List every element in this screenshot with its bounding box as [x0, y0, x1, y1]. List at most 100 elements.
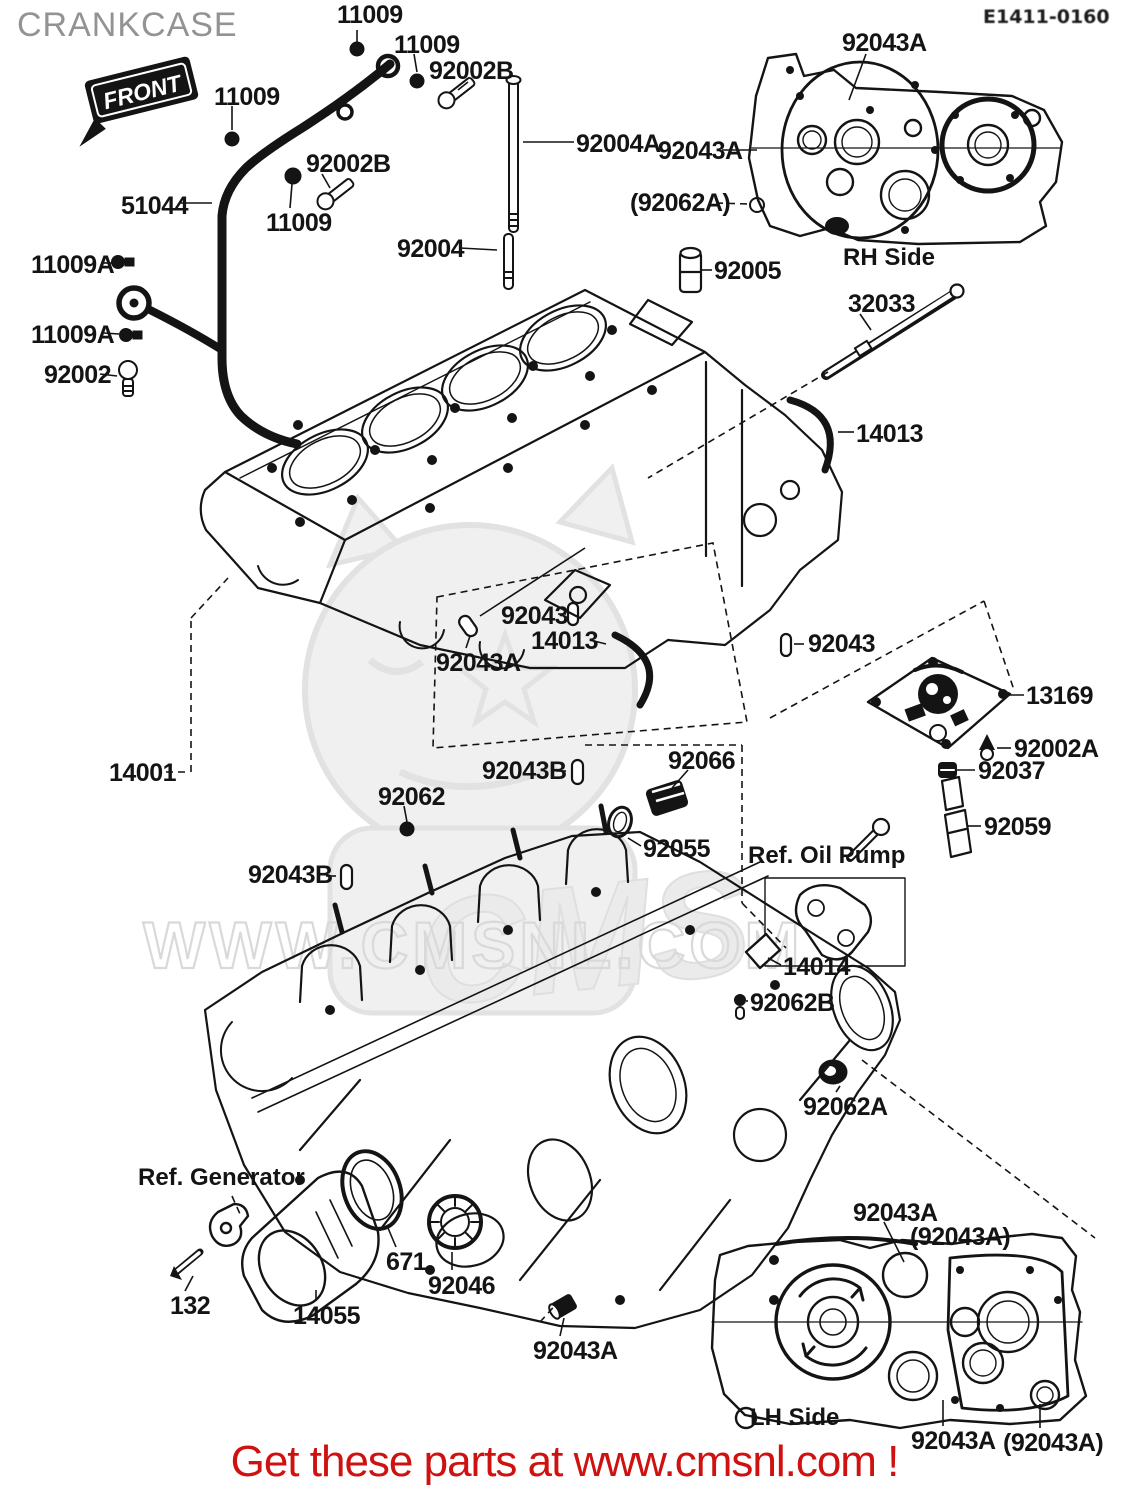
plug-icon-92043a	[548, 1294, 577, 1320]
washer-icon	[409, 73, 425, 89]
pin-icon-92062b	[734, 994, 746, 1020]
part-number-label: 92002A	[1014, 735, 1099, 763]
cylinder-stud-icon-92004	[503, 233, 514, 290]
document-code: E1411-0160	[983, 6, 1110, 28]
part-number-label: 14055	[293, 1302, 361, 1330]
cable-terminal-icon	[375, 53, 401, 79]
front-arrow-icon	[79, 118, 106, 147]
leader-line	[457, 81, 469, 91]
leader-line	[859, 313, 872, 331]
part-number-label: 92002	[44, 361, 111, 389]
page-title: CRANKCASE	[17, 6, 238, 44]
part-number-label: 51044	[121, 192, 189, 220]
leader-line	[627, 837, 642, 847]
part-number-label: 92043B	[482, 757, 567, 785]
part-number-label: 92043B	[248, 861, 333, 889]
part-number-label: 92043A	[853, 1199, 938, 1227]
bearing-half-ring-14013	[786, 396, 834, 474]
shift-rod-icon-32033	[821, 283, 965, 380]
part-number-label: 92059	[984, 813, 1051, 841]
part-number-label: 11009	[394, 31, 460, 59]
leader-line	[413, 53, 418, 73]
part-number-label: 92005	[714, 257, 782, 285]
part-number-label: 92004A	[576, 130, 661, 158]
lower-crankcase-half	[203, 803, 902, 1330]
leader-line	[767, 957, 782, 966]
part-number-label: (92062A)	[630, 189, 730, 217]
generator-reference-group	[170, 1149, 483, 1323]
cable-branch	[146, 306, 226, 354]
washer-icon-92062	[399, 821, 415, 837]
part-number-label: 32033	[848, 290, 915, 318]
section-label: Ref. Generator	[138, 1164, 305, 1191]
part-number-label: 11009	[214, 83, 280, 111]
part-number-label: 11009A	[31, 321, 115, 349]
part-number-label: 92055	[643, 835, 711, 863]
cylinder-bores	[280, 304, 608, 496]
breather-plate-13169	[866, 656, 1012, 859]
battery-cable-51044	[116, 53, 401, 449]
cylinder-stud-icon-92004a	[505, 75, 522, 233]
pipe-icon-14014	[744, 932, 782, 970]
leader-line	[715, 202, 749, 205]
leader-line	[459, 247, 498, 251]
part-number-label: 11009	[337, 1, 403, 29]
part-number-label: 92043A	[911, 1427, 996, 1455]
part-number-label: 11009	[266, 209, 332, 237]
label-layer: 110091100992002B1100992002B1100951044110…	[31, 1, 1104, 1457]
part-number-label: 92043A	[436, 649, 521, 677]
part-number-label: 11009A	[31, 251, 115, 279]
leader-line	[184, 1275, 194, 1292]
part-number-label: 13169	[1026, 682, 1093, 710]
part-number-label: 92004	[397, 235, 465, 263]
leader-line	[387, 1227, 397, 1248]
part-number-label: 14013	[856, 420, 923, 448]
leader-line	[835, 1085, 841, 1093]
cable-eyelet-icon	[116, 285, 152, 321]
part-number-label: 671	[386, 1248, 427, 1276]
part-number-label: 92062A	[803, 1093, 888, 1121]
washer-icon	[284, 167, 302, 185]
bearing-icon-92046	[427, 1194, 483, 1250]
leader-line	[289, 183, 293, 209]
oil-plug-92066	[645, 780, 689, 816]
leader-line	[99, 373, 118, 377]
leader-line	[671, 769, 689, 789]
dowel-pin-icon	[339, 863, 354, 891]
part-number-label: 92062B	[750, 989, 835, 1017]
bolt-icon-92002	[118, 360, 138, 397]
part-number-label: 92043A	[533, 1337, 618, 1365]
bolt-icon-92002b	[437, 77, 476, 110]
leader-line	[848, 53, 867, 101]
cms-watermark-text: CMS	[409, 836, 758, 1038]
leader-line	[321, 173, 331, 189]
leader-line	[403, 805, 408, 823]
knock-pin-icon-92005	[678, 246, 703, 294]
front-direction-tag: FRONT	[79, 56, 199, 147]
part-number-label: 92043	[808, 630, 875, 658]
rh-side-inset	[747, 52, 1064, 246]
dowel-hole-92062a	[749, 197, 765, 213]
bearing-bore	[939, 96, 1037, 194]
clamp-bolt-icon	[111, 255, 135, 269]
main-bearing-arches	[298, 828, 630, 1004]
section-label: LH Side	[750, 1404, 839, 1431]
head-bolt-holes	[267, 325, 657, 527]
part-number-label: 92037	[978, 757, 1045, 785]
footer-promo-text: Get these parts at www.cmsnl.com !	[230, 1437, 900, 1486]
dowel-pin-icon	[779, 632, 793, 658]
dowel-pin-icon	[570, 758, 585, 786]
bracket-icon-132	[170, 1202, 250, 1280]
clamp-bolt-icon	[119, 328, 143, 342]
part-number-label: 92002B	[429, 57, 514, 85]
washer-icon	[349, 41, 365, 57]
section-label: RH Side	[843, 244, 935, 271]
cmsnl-url-watermark-text: WWW.CMSNL.COM	[143, 908, 804, 982]
part-number-label: 92066	[668, 747, 735, 775]
leader-line	[465, 635, 471, 649]
case-gasket-outline	[946, 1253, 1070, 1412]
bolt-icon-92002b	[316, 178, 355, 211]
construction-lines	[190, 371, 1096, 1323]
